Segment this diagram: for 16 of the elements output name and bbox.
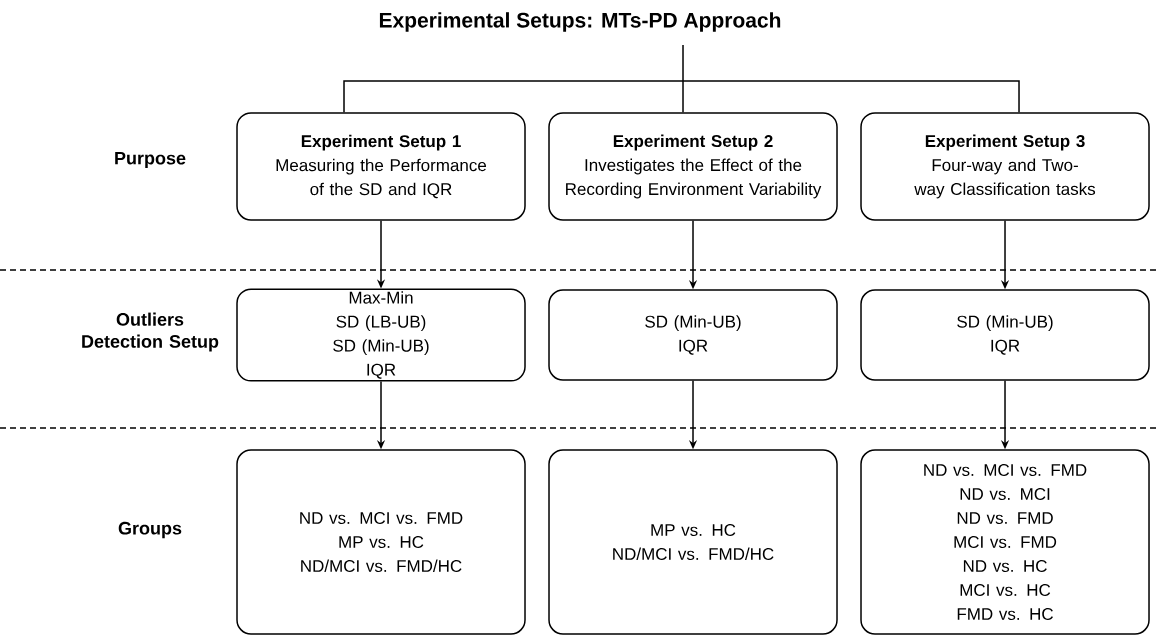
group-box: MP vs. HC ND/MCI vs. FMD/HC [548, 449, 838, 635]
setup-box: Experiment Setup 1 Measuring the Performance of the SD and IQR [236, 112, 526, 221]
row-label: Groups [118, 521, 182, 539]
row-label: Purpose [115, 151, 186, 169]
group-box: ND vs. MCI vs. FMD ND vs. MCI ND vs. FMD MCI vs. FMD ND vs. HC MCI vs. HC FMD vs. HC [860, 449, 1150, 635]
setup-box: Experiment Setup 2 Investigates the Effect of the Recording Environment Variability [548, 112, 838, 221]
connector-line [343, 80, 684, 113]
method-box: SD (Min-UB) IQR [548, 289, 838, 381]
row-label: Outliers Detection Setup [82, 312, 219, 352]
connector-line [682, 80, 1020, 113]
setup-box: Experiment Setup 3 Four-way and Two-way Classification tasks [860, 112, 1150, 221]
method-box: Max-Min SD (LB-UB) SD (Min-UB) IQR [236, 288, 526, 382]
title: Experimental Setups: MTs-PD Approach [379, 12, 781, 32]
group-box: ND vs. MCI vs. FMD MP vs. HC ND/MCI vs. FMD/HC [236, 449, 526, 635]
connector-line [682, 44, 684, 113]
method-box: SD (Min-UB) IQR [860, 289, 1150, 381]
